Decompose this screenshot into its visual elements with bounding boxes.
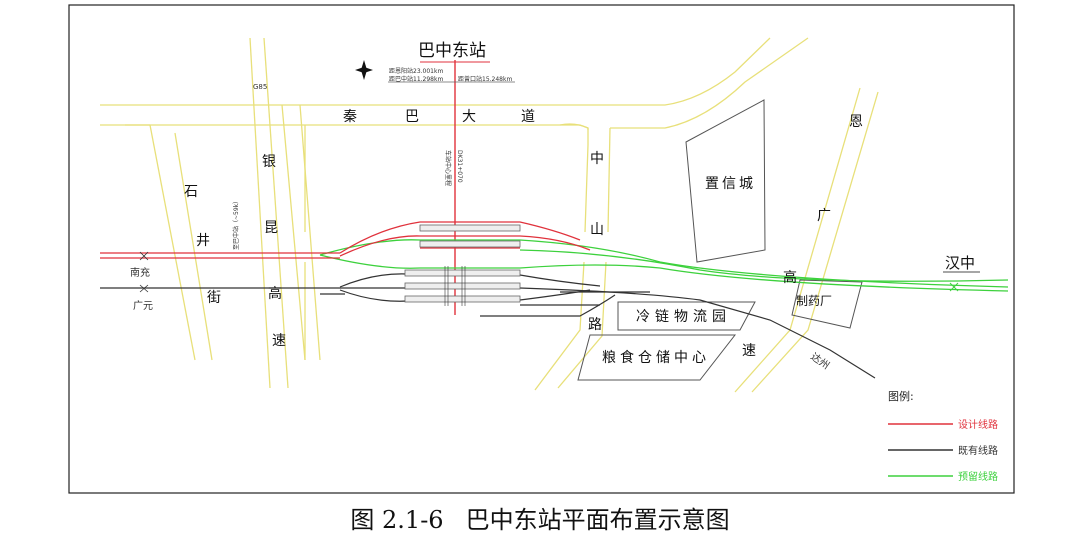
- road-yinkun-4: 速: [272, 333, 286, 349]
- distance-note-3: 距曾口站15.248km: [458, 75, 512, 83]
- reserved-tracks: [319, 239, 1009, 292]
- distance-note-1: 距恩阳站23.001km: [389, 67, 443, 75]
- area-pharma: [791, 279, 863, 329]
- center-mileage-note: 车站中心里程: [444, 150, 452, 186]
- track-end-dazhou: 达州: [808, 351, 831, 372]
- track-end-nanchong: 南充: [130, 266, 150, 279]
- area-label-cold-chain: 冷链物流园: [636, 309, 731, 325]
- legend-label-design: 设计线路: [958, 418, 998, 431]
- road-zhongshan-3: 路: [588, 317, 602, 333]
- road-enguang-3: 高: [783, 269, 797, 286]
- station-title: 巴中东站: [418, 41, 486, 61]
- areas: [577, 99, 863, 381]
- platforms: [404, 224, 521, 303]
- track-end-hanzhong: 汉中: [945, 254, 975, 272]
- roads: [100, 37, 879, 393]
- area-label-grain: 粮食仓储中心: [602, 349, 710, 366]
- area-cold-chain: [617, 301, 756, 331]
- legend-label-reserved: 预留线路: [958, 470, 998, 483]
- road-yinkun-2: 昆: [264, 220, 278, 236]
- road-yinkun-3: 高: [268, 285, 282, 302]
- road-qinba-2: 巴: [405, 109, 419, 125]
- station-layout-diagram: 图例: 设计线路 既有线路 预留线路 巴中东站 距恩阳站23.001km 距巴中…: [68, 4, 1015, 494]
- road-yinkun-1: 银: [262, 154, 276, 170]
- road-enguang-2: 广: [817, 208, 831, 224]
- area-label-zhixin: 置信城: [705, 176, 756, 192]
- road-enguang-4: 速: [742, 343, 756, 359]
- legend-label-existing: 既有线路: [958, 444, 998, 457]
- track-end-guangyuan: 广元: [133, 300, 153, 312]
- area-zhixin: [685, 99, 766, 263]
- north-arrow-icon: [355, 60, 373, 80]
- figure-number: 图 2.1-6: [350, 506, 444, 534]
- figure-title: 巴中东站平面布置示意图: [465, 506, 730, 534]
- road-qinba-1: 秦: [343, 109, 357, 125]
- road-shijing-2: 井: [196, 233, 210, 249]
- road-enguang-1: 恩: [849, 114, 863, 130]
- road-qinba-4: 道: [521, 109, 535, 125]
- legend-title: 图例:: [888, 389, 914, 403]
- road-zhongshan-1: 中: [590, 151, 604, 167]
- road-zhongshan-2: 山: [590, 222, 604, 238]
- road-g85: G85: [253, 83, 267, 91]
- diagram-frame: [68, 4, 1015, 494]
- distance-note-2: 距巴中站11.298km: [389, 75, 443, 83]
- road-qinba-3: 大: [462, 109, 476, 125]
- center-mileage-value: DK31+070: [456, 150, 463, 183]
- area-label-pharma: 制药厂: [796, 294, 832, 308]
- legend: 图例: 设计线路 既有线路 预留线路: [888, 389, 998, 483]
- road-shijing-1: 石: [184, 184, 198, 200]
- figure-caption: 图 2.1-6 巴中东站平面布置示意图: [0, 500, 1080, 535]
- area-grain: [577, 334, 737, 381]
- side-note: 至巴中站（~59k）: [232, 198, 240, 250]
- road-shijing-3: 街: [207, 290, 221, 306]
